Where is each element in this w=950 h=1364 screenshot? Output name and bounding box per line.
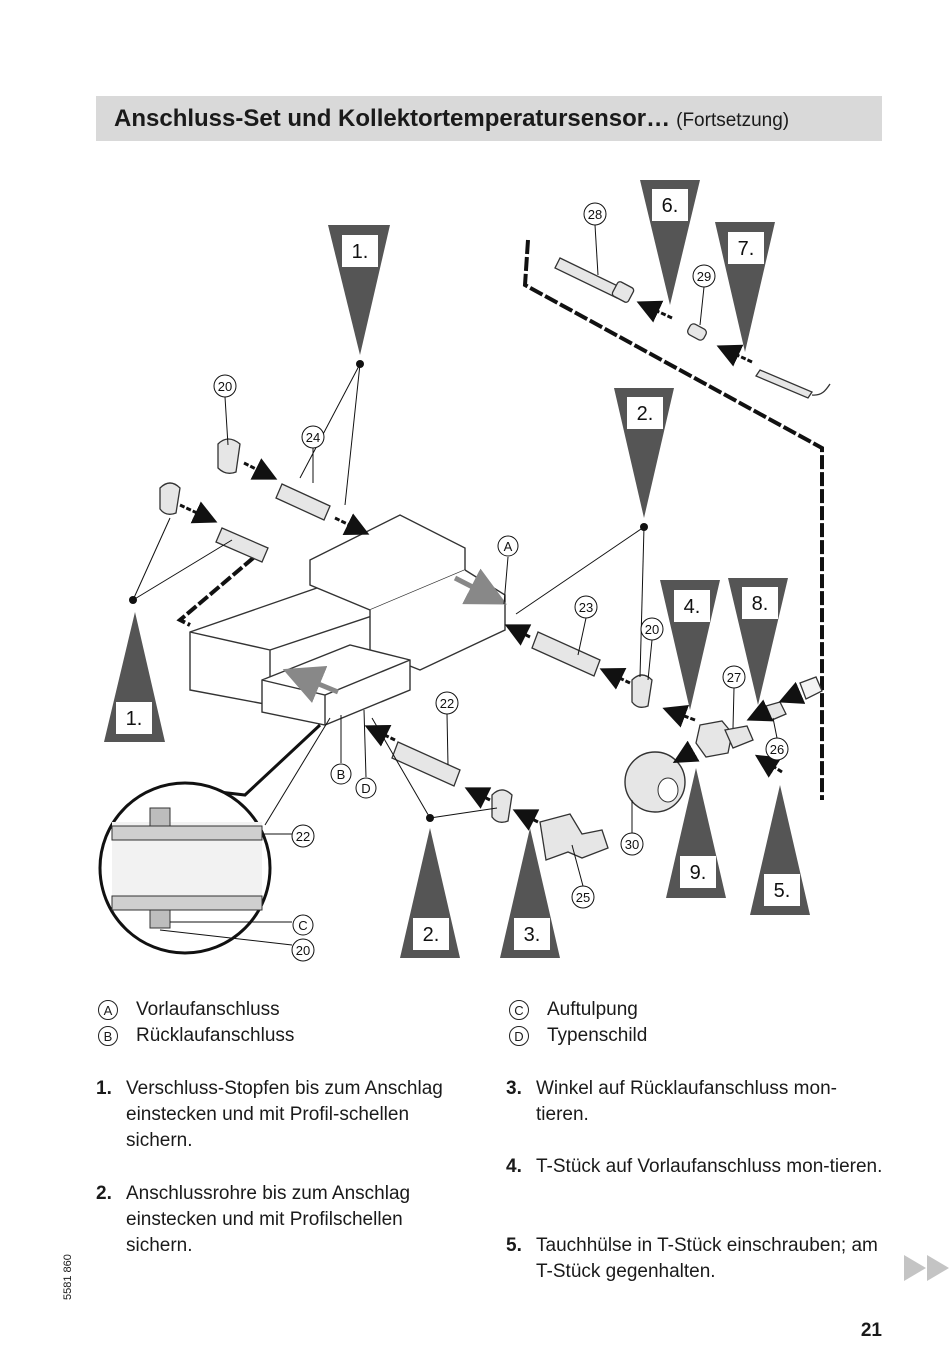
svg-text:28: 28 bbox=[588, 207, 602, 222]
step-number: 3. bbox=[506, 1078, 522, 1099]
step-number: 2. bbox=[96, 1183, 112, 1204]
svg-text:B: B bbox=[337, 767, 346, 782]
svg-text:30: 30 bbox=[625, 837, 639, 852]
title-continuation: (Fortsetzung) bbox=[676, 110, 790, 131]
svg-text:20: 20 bbox=[218, 379, 232, 394]
next-page-icon[interactable] bbox=[902, 1255, 950, 1281]
svg-text:D: D bbox=[361, 781, 370, 796]
legend-right: C Auftulpung D Typenschild bbox=[509, 997, 647, 1049]
step-marker-6: 6. bbox=[662, 195, 679, 217]
step-marker-4: 4. bbox=[684, 596, 701, 618]
step-marker-9: 9. bbox=[690, 862, 707, 884]
step-text: Tauchhülse in T-Stück einschrauben; am T… bbox=[536, 1235, 878, 1282]
document-number: 5581 860 bbox=[62, 1254, 74, 1300]
title-bar: Anschluss-Set und Kollektortemperatursen… bbox=[96, 96, 882, 141]
step-text: Verschluss-Stopfen bis zum Anschlag eins… bbox=[126, 1078, 443, 1151]
page-title: Anschluss-Set und Kollektortemperatursen… bbox=[114, 105, 789, 133]
legend-label: Vorlaufanschluss bbox=[136, 999, 280, 1020]
step-1: 1. Verschluss-Stopfen bis zum Anschlag e… bbox=[96, 1076, 466, 1154]
plugs-and-clips bbox=[159, 438, 823, 861]
svg-text:26: 26 bbox=[770, 742, 784, 757]
svg-text:20: 20 bbox=[296, 943, 310, 958]
legend-item-c: C Auftulpung bbox=[509, 997, 647, 1023]
svg-text:20: 20 bbox=[645, 622, 659, 637]
page-number: 21 bbox=[860, 1320, 882, 1341]
legend-label: Typenschild bbox=[547, 1025, 648, 1046]
legend-label: Rücklaufanschluss bbox=[136, 1025, 295, 1046]
svg-text:24: 24 bbox=[306, 430, 320, 445]
legend-key: C bbox=[509, 1000, 529, 1020]
assembly-diagram: 1. 1. 2. 2. 3. 4. 5. 6. 7. 8. 9. 28 29 2… bbox=[98, 180, 831, 962]
step-marker-7: 7. bbox=[738, 238, 755, 260]
svg-text:22: 22 bbox=[296, 829, 310, 844]
step-number: 5. bbox=[506, 1235, 522, 1256]
legend-key: D bbox=[509, 1026, 529, 1046]
step-marker-1-top: 1. bbox=[352, 241, 369, 263]
step-5: 5. Tauchhülse in T-Stück einschrauben; a… bbox=[506, 1233, 886, 1285]
step-marker-2-bottom: 2. bbox=[423, 924, 440, 946]
step-marker-5: 5. bbox=[774, 880, 791, 902]
step-number: 4. bbox=[506, 1156, 522, 1177]
step-text: Winkel auf Rücklaufanschluss mon-tieren. bbox=[536, 1078, 837, 1125]
svg-text:25: 25 bbox=[576, 890, 590, 905]
legend-label: Auftulpung bbox=[547, 999, 638, 1020]
legend-key: B bbox=[98, 1026, 118, 1046]
detail-magnifier bbox=[98, 717, 331, 955]
step-4: 4. T-Stück auf Vorlaufanschluss mon-tier… bbox=[506, 1154, 886, 1180]
legend-item-b: B Rücklaufanschluss bbox=[98, 1023, 294, 1049]
svg-text:C: C bbox=[298, 918, 307, 933]
part-callouts: 28 29 20 24 23 20 22 27 26 30 25 22 20 A… bbox=[213, 202, 789, 962]
svg-text:29: 29 bbox=[697, 269, 711, 284]
svg-text:27: 27 bbox=[727, 670, 741, 685]
step-marker-8: 8. bbox=[752, 593, 769, 615]
svg-text:22: 22 bbox=[440, 696, 454, 711]
step-marker-2-right: 2. bbox=[637, 403, 654, 425]
step-marker-3: 3. bbox=[524, 924, 541, 946]
svg-text:A: A bbox=[504, 539, 513, 554]
step-3: 3. Winkel auf Rücklaufanschluss mon-tier… bbox=[506, 1076, 886, 1128]
legend-item-d: D Typenschild bbox=[509, 1023, 647, 1049]
collector-housing bbox=[189, 514, 506, 726]
legend-left: A Vorlaufanschluss B Rücklaufanschluss bbox=[98, 997, 294, 1049]
step-number: 1. bbox=[96, 1078, 112, 1099]
title-text: Anschluss-Set und Kollektortemperatursen… bbox=[114, 105, 671, 132]
sensor-parts bbox=[554, 257, 831, 399]
legend-item-a: A Vorlaufanschluss bbox=[98, 997, 294, 1023]
step-2: 2. Anschlussrohre bis zum Anschlag einst… bbox=[96, 1181, 466, 1259]
svg-text:23: 23 bbox=[579, 600, 593, 615]
step-text: Anschlussrohre bis zum Anschlag einsteck… bbox=[126, 1183, 411, 1256]
step-marker-1-left: 1. bbox=[126, 708, 143, 730]
legend-key: A bbox=[98, 1000, 118, 1020]
step-text: T-Stück auf Vorlaufanschluss mon-tieren. bbox=[536, 1156, 883, 1177]
